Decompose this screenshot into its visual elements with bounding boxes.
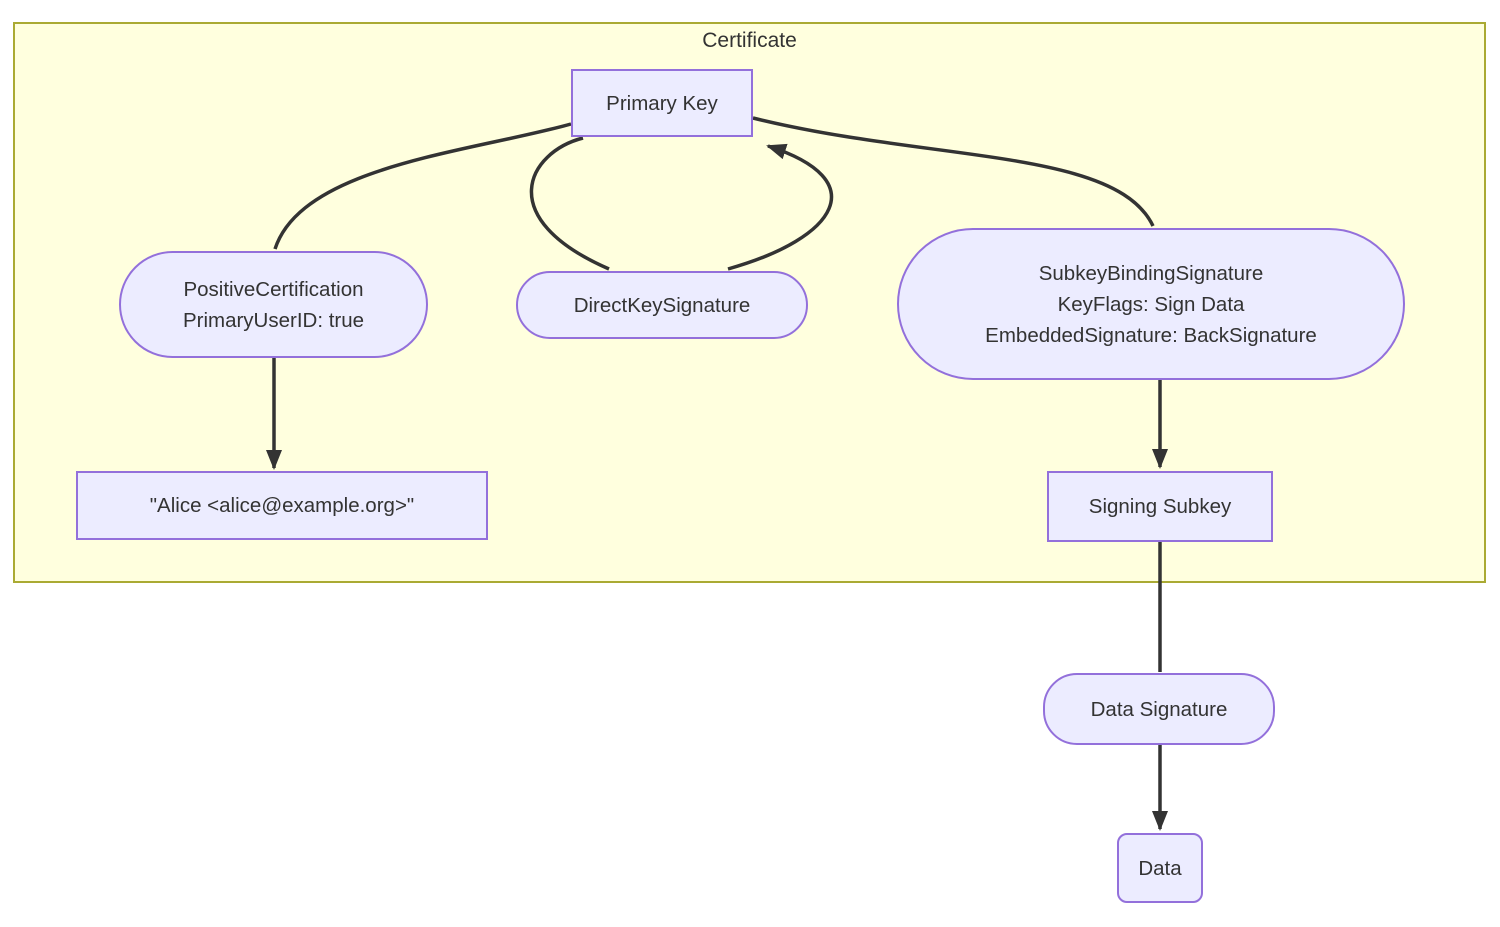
certificate-cluster-title: Certificate <box>702 29 797 52</box>
node-user-id: "Alice <alice@example.org>" <box>76 471 488 540</box>
node-data-label: Data <box>1138 856 1182 880</box>
node-direct-key-signature-label: DirectKeySignature <box>573 293 751 317</box>
node-positive-certification: PositiveCertification PrimaryUserID: tru… <box>119 251 428 358</box>
node-data-signature-label: Data Signature <box>1090 697 1228 721</box>
edge-primary-key-to-direct-key-signature <box>529 136 610 271</box>
node-subkey-binding-signature-line1: SubkeyBindingSignature <box>1038 261 1264 285</box>
node-subkey-binding-signature: SubkeyBindingSignature KeyFlags: Sign Da… <box>897 228 1405 380</box>
node-primary-key: Primary Key <box>571 69 753 137</box>
node-positive-certification-line1: PositiveCertification <box>183 277 364 301</box>
edge-primary-key-to-subkey-binding-signature <box>752 116 1155 227</box>
node-data-signature: Data Signature <box>1043 673 1275 745</box>
node-user-id-label: "Alice <alice@example.org>" <box>149 494 415 517</box>
node-subkey-binding-signature-line2: KeyFlags: Sign Data <box>1057 292 1245 316</box>
node-data: Data <box>1117 833 1203 903</box>
node-direct-key-signature: DirectKeySignature <box>516 271 808 339</box>
node-signing-subkey: Signing Subkey <box>1047 471 1273 542</box>
edge-direct-key-signature-to-primary-key <box>727 143 833 271</box>
node-subkey-binding-signature-line3: EmbeddedSignature: BackSignature <box>985 323 1317 347</box>
edge-primary-key-to-positive-certification <box>273 122 572 250</box>
node-signing-subkey-label: Signing Subkey <box>1088 495 1232 518</box>
node-positive-certification-line2: PrimaryUserID: true <box>182 308 365 332</box>
node-primary-key-label: Primary Key <box>606 91 718 115</box>
